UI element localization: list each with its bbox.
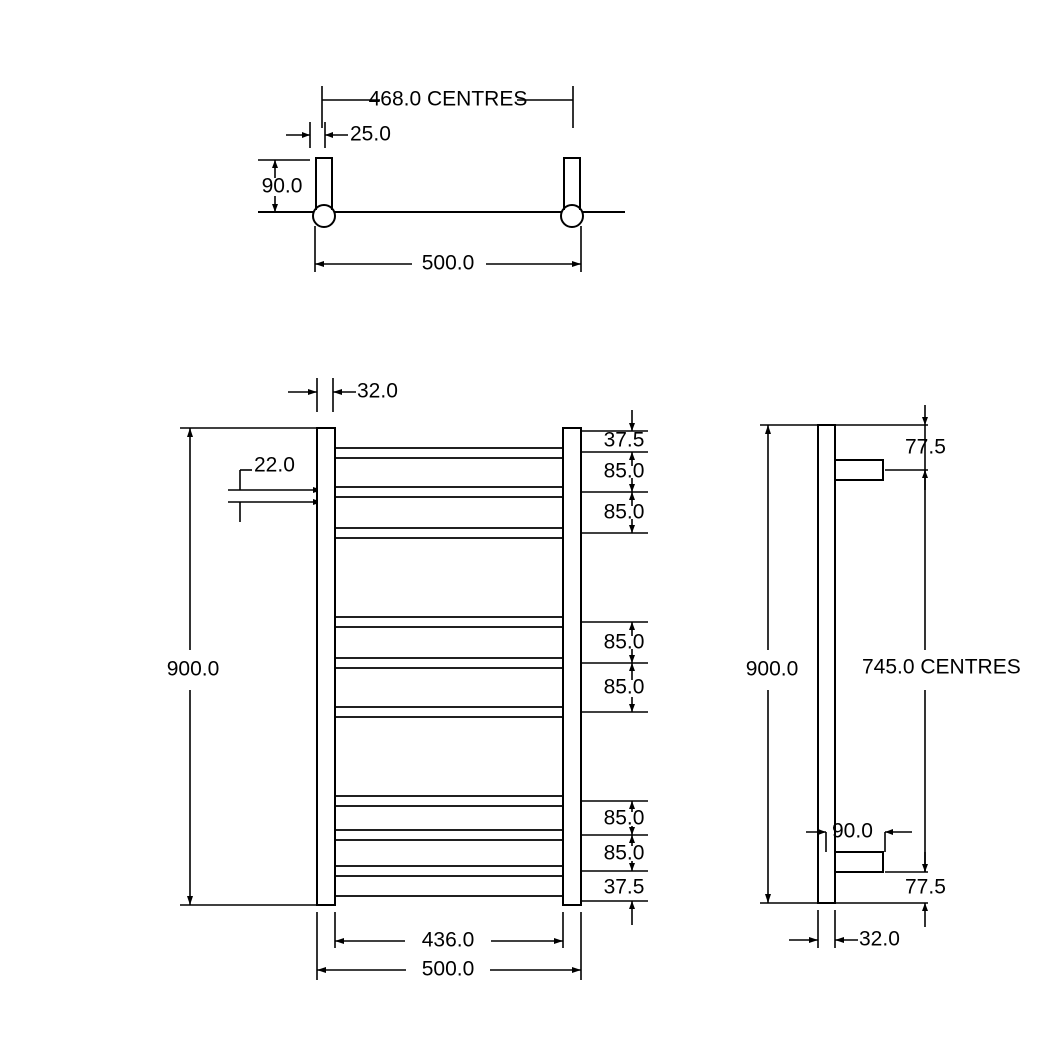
front-view-height-dimension: 900.0 (167, 427, 317, 906)
front-view-post-width-label: 32.0 (357, 380, 398, 403)
side-view-bottom-bracket (834, 851, 884, 873)
front-view-spacing-label-3: 85.0 (604, 501, 645, 524)
front-view-spacing-label-8: 37.5 (604, 876, 645, 899)
front-view-rail-thickness-dimension: 22.0 (228, 454, 322, 522)
front-view-post-width-dimension: 32.0 (288, 378, 398, 412)
top-view-offset-dimension: 25.0 (286, 122, 391, 148)
side-view-bracket-length-dimension: 90.0 (806, 820, 912, 852)
front-view-inner-width-dimension: 436.0 (334, 912, 564, 952)
front-view-spacing-label-6: 85.0 (604, 807, 645, 830)
top-view-right-bracket (560, 157, 584, 228)
front-view-spacing-label-7: 85.0 (604, 842, 645, 865)
top-view-group: 468.0 CENTRES 25.0 90.0 (258, 86, 625, 275)
front-view-spacing-label-4: 85.0 (604, 631, 645, 654)
side-view-post (817, 424, 836, 904)
side-view-height-label: 900.0 (746, 658, 799, 681)
top-view-width-label: 500.0 (422, 252, 475, 275)
front-view-overall-width-label: 500.0 (422, 958, 475, 981)
side-view-centres-dimension: 745.0 CENTRES (862, 425, 1021, 872)
front-view-rails (335, 447, 563, 897)
top-view-width-dimension: 500.0 (314, 226, 582, 275)
front-view-spacing-label-5: 85.0 (604, 676, 645, 699)
front-view-height-label: 900.0 (167, 658, 220, 681)
top-view-depth-dimension: 90.0 (258, 159, 310, 212)
top-view-depth-label: 90.0 (262, 175, 303, 198)
front-view-spacing-dimensions: 37.5 85.0 85.0 85.0 (581, 410, 648, 925)
top-view-offset-label: 25.0 (350, 123, 391, 146)
side-view-top-bracket (834, 459, 884, 481)
side-view-height-dimension: 900.0 (746, 424, 818, 904)
front-view-right-post (562, 427, 582, 906)
side-view-post-depth-dimension: 32.0 (789, 910, 900, 951)
top-view-centres-dimension: 468.0 CENTRES (321, 86, 574, 128)
side-view-post-depth-label: 32.0 (859, 928, 900, 951)
front-view-inner-width-label: 436.0 (422, 929, 475, 952)
top-view-left-bracket (312, 157, 336, 228)
top-view-centres-label: 468.0 CENTRES (369, 88, 528, 111)
side-view-group: 900.0 77.5 745.0 CENTRES (746, 405, 1021, 951)
front-view-group: 32.0 900.0 22.0 (167, 378, 648, 981)
front-view-rail-thickness-label: 22.0 (254, 454, 295, 477)
front-view-spacing-label-2: 85.0 (604, 460, 645, 483)
side-view-bottom-offset-dimension: 77.5 (835, 852, 946, 927)
side-view-bottom-offset-label: 77.5 (905, 876, 946, 899)
front-view-overall-width-dimension: 500.0 (316, 912, 582, 981)
front-view-left-post (316, 427, 336, 906)
side-view-centres-label: 745.0 CENTRES (862, 656, 1021, 679)
front-view-spacing-label-1: 37.5 (604, 429, 645, 452)
side-view-bracket-length-label: 90.0 (832, 820, 873, 843)
